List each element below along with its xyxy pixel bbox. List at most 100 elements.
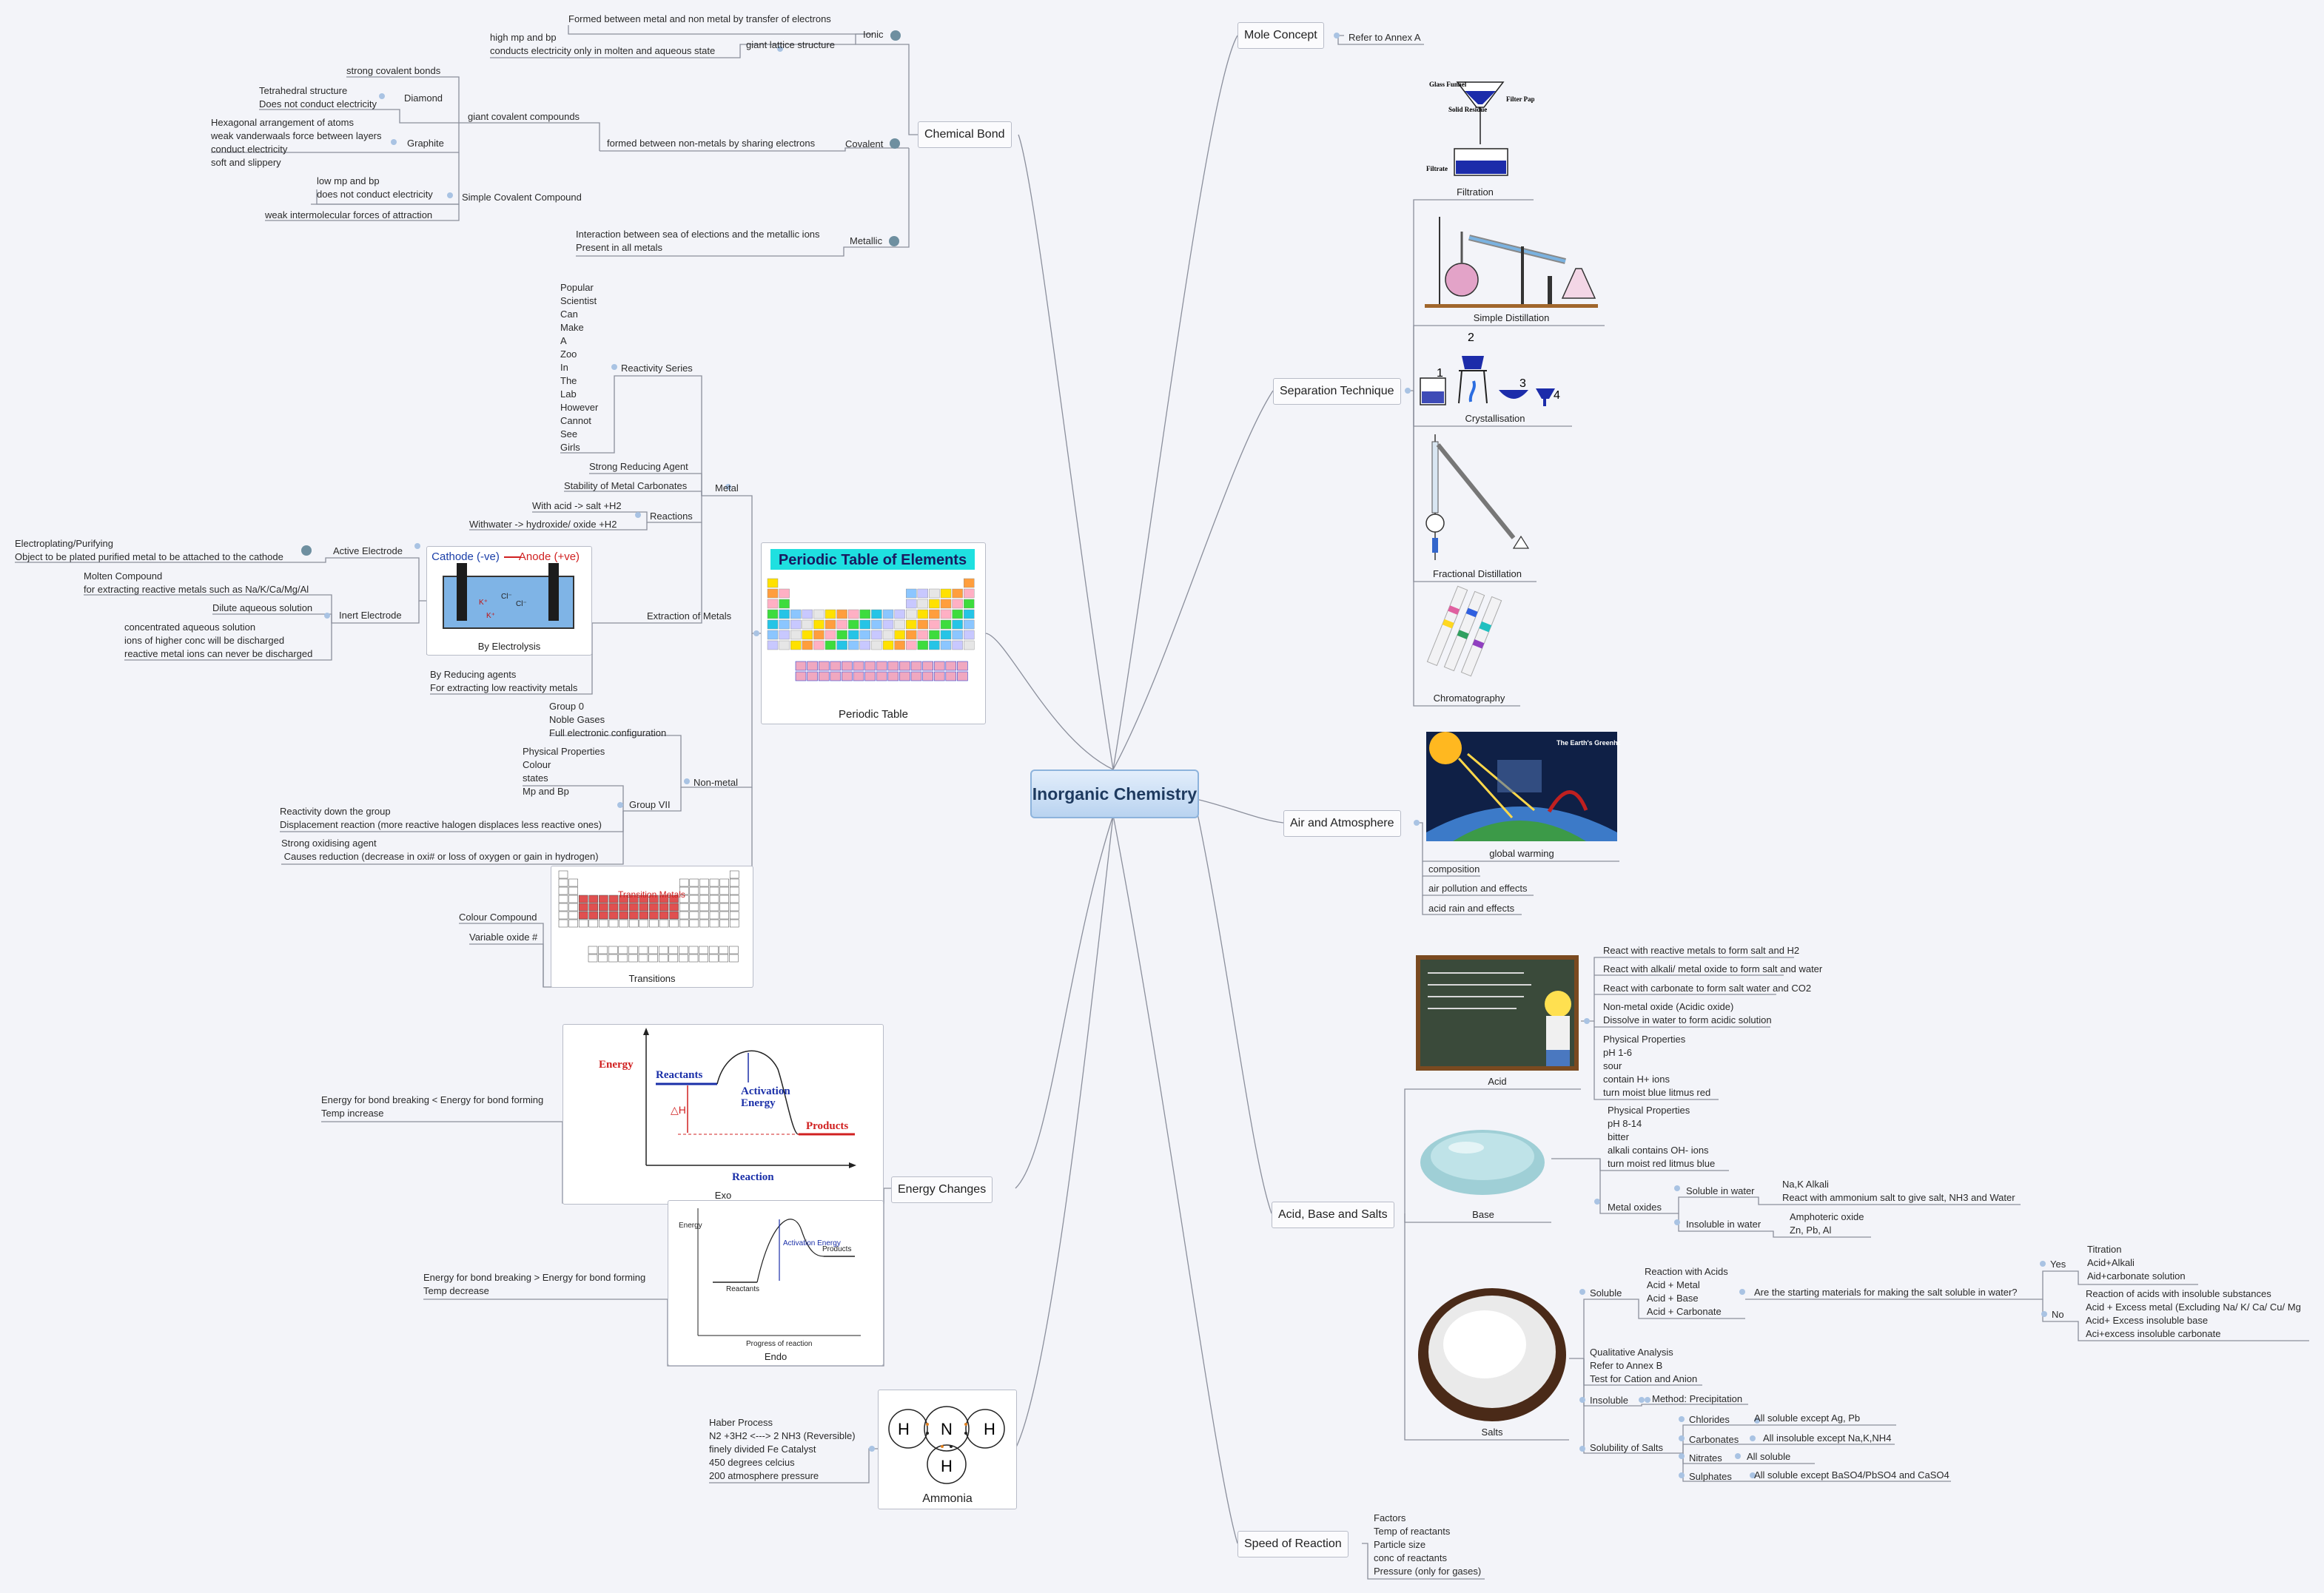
mole-concept-node[interactable]: Mole Concept (1237, 22, 1324, 49)
endo-node[interactable]: Energy Activation Energy Products Reacta… (668, 1200, 884, 1366)
endo-caption: Endo (764, 1351, 787, 1362)
metal-node[interactable]: Metal (715, 482, 739, 494)
filtration-image: Glass Funnel Filter Paper Solid Residue … (1426, 81, 1541, 176)
giant-covalent-node[interactable]: giant covalent compounds (468, 111, 580, 122)
filtration-node[interactable]: Glass Funnel Filter Paper Solid Residue … (1415, 70, 1541, 201)
diamond-properties: Tetrahedral structure Does not conduct e… (259, 85, 377, 110)
group-0-description: Group 0 Noble Gases Full electronic conf… (549, 701, 667, 738)
crystallisation-caption: Crystallisation (1465, 413, 1525, 424)
periodic-table-title: Periodic Table of Elements (779, 552, 967, 568)
energy-changes-node[interactable]: Energy Changes (891, 1176, 993, 1203)
sulphates-node[interactable]: Sulphates (1689, 1471, 1732, 1482)
base-node[interactable]: Base (1414, 1117, 1553, 1224)
weak-intermolecular-forces: weak intermolecular forces of attraction (265, 209, 433, 220)
svg-text:Products: Products (806, 1120, 848, 1132)
composition: composition (1428, 863, 1480, 875)
soluble-in-water-node[interactable]: Soluble in water (1686, 1185, 1755, 1196)
svg-text:Cl⁻: Cl⁻ (516, 600, 527, 608)
solubility-of-salts-node[interactable]: Solubility of Salts (1590, 1442, 1663, 1453)
giant-lattice-node[interactable]: giant lattice structure (746, 39, 835, 50)
water-reaction: Withwater -> hydroxide/ oxide +H2 (469, 519, 617, 530)
central-topic[interactable]: Inorganic Chemistry (1030, 769, 1199, 818)
soap-image (1420, 1130, 1545, 1195)
anode-label: Anode (+ve) (519, 550, 580, 563)
yes-node[interactable]: Yes (2050, 1259, 2066, 1270)
covalent-node[interactable]: Covalent (845, 138, 884, 149)
electrolysis-node[interactable]: Cathode (-ve) Anode (+ve) Cl⁻ Cl⁻ K⁺ K⁺ … (426, 546, 592, 656)
no-node[interactable]: No (2052, 1309, 2064, 1320)
group-7-node[interactable]: Group VII (629, 799, 671, 810)
salts-node[interactable]: Salts (1414, 1286, 1571, 1441)
svg-text:Cl⁻: Cl⁻ (501, 593, 512, 601)
air-pollution: air pollution and effects (1428, 883, 1528, 894)
global-warming-node[interactable]: The Earth's Greenhouse Effect global war… (1423, 728, 1653, 863)
svg-text:Products: Products (822, 1245, 851, 1253)
carbonates-node[interactable]: Carbonates (1689, 1434, 1739, 1445)
chlorides-node[interactable]: Chlorides (1689, 1414, 1730, 1425)
filtration-caption: Filtration (1457, 186, 1494, 198)
acid-property-3: React with carbonate to form salt water … (1603, 983, 1812, 994)
insoluble-in-water-description: Amphoteric oxide Zn, Pb, Al (1790, 1211, 1864, 1236)
salts-caption: Salts (1481, 1427, 1503, 1438)
chemical-bond-node[interactable]: Chemical Bond (918, 121, 1012, 148)
chromatography-node[interactable]: Chromatography (1417, 585, 1522, 707)
ammonia-node[interactable]: N H H H Ammonia (878, 1390, 1017, 1509)
nitrates-rule: All soluble (1747, 1451, 1791, 1462)
base-caption: Base (1472, 1209, 1494, 1220)
crystallisation-node[interactable]: 1 2 3 4 Crystallisation (1417, 326, 1574, 428)
non-metal-oxide: Non-metal oxide (Acidic oxide) Dissolve … (1603, 1001, 1772, 1025)
electrolysis-image: Cathode (-ve) Anode (+ve) Cl⁻ Cl⁻ K⁺ K⁺ (431, 550, 580, 629)
diamond-node[interactable]: Diamond (404, 92, 443, 104)
periodic-table-node[interactable]: Periodic Table of Elements Periodic Tabl… (761, 542, 986, 724)
simple-covalent-node[interactable]: Simple Covalent Compound (462, 192, 582, 203)
svg-text:Energy: Energy (679, 1222, 702, 1230)
transitions-node[interactable]: Transition Metals Transitions (551, 866, 753, 988)
acid-property-1: React with reactive metals to form salt … (1603, 945, 1800, 956)
annex-a: Refer to Annex A (1349, 32, 1421, 43)
giant-lattice-properties: high mp and bp conducts electricity only… (490, 32, 716, 56)
starting-materials-question[interactable]: Are the starting materials for making th… (1754, 1287, 2018, 1298)
soluble-node[interactable]: Soluble (1590, 1287, 1622, 1299)
reactivity-series-node[interactable]: Reactivity Series (621, 363, 693, 374)
simple-distillation-node[interactable]: Simple Distillation (1417, 201, 1606, 327)
periodic-table-caption: Periodic Table (839, 708, 908, 721)
nitrates-node[interactable]: Nitrates (1689, 1452, 1722, 1464)
svg-text:K⁺: K⁺ (486, 612, 495, 620)
reactions-node[interactable]: Reactions (650, 511, 693, 522)
insoluble-node[interactable]: Insoluble (1590, 1395, 1629, 1406)
speed-of-reaction-node[interactable]: Speed of Reaction (1237, 1531, 1349, 1557)
base-physical-properties: Physical Properties pH 8-14 bitter alkal… (1608, 1105, 1716, 1169)
air-atmosphere-node[interactable]: Air and Atmosphere (1283, 810, 1401, 837)
svg-text:N: N (941, 1420, 953, 1438)
transition-metals-title: Transition Metals (618, 889, 685, 900)
simple-distillation-caption: Simple Distillation (1473, 312, 1550, 323)
fractional-distillation-node[interactable]: Fractional Distillation (1417, 426, 1538, 583)
variable-oxide: Variable oxide # (469, 932, 538, 943)
separation-technique-node[interactable]: Separation Technique (1273, 378, 1401, 405)
active-electrode-description: Electroplating/Purifying Object to be pl… (15, 538, 283, 562)
transition-metals-image: Transition Metals (558, 870, 739, 963)
no-description: Reaction of acids with insoluble substan… (2086, 1288, 2301, 1339)
acid-node[interactable]: Acid (1412, 952, 1582, 1091)
non-metal-node[interactable]: Non-metal (693, 777, 738, 788)
active-electrode-node[interactable]: Active Electrode (333, 545, 403, 556)
metal-oxides-node[interactable]: Metal oxides (1608, 1202, 1662, 1213)
acid-base-salts-node[interactable]: Acid, Base and Salts (1272, 1202, 1394, 1228)
covalent-description: formed between non-metals by sharing ele… (607, 138, 816, 149)
acid-property-2: React with alkali/ metal oxide to form s… (1603, 963, 1823, 974)
acid-caption: Acid (1488, 1076, 1507, 1087)
inert-electrode-node[interactable]: Inert Electrode (339, 610, 402, 621)
endo-description: Energy for bond breaking > Energy for bo… (423, 1272, 646, 1296)
svg-text:Activation Energy: Activation Energy (783, 1239, 841, 1247)
extraction-node[interactable]: Extraction of Metals (647, 610, 732, 622)
insoluble-in-water-node[interactable]: Insoluble in water (1686, 1219, 1762, 1230)
svg-text:Solid Residue: Solid Residue (1448, 106, 1487, 113)
molten-compound: Molten Compound for extracting reactive … (84, 570, 309, 595)
svg-text:1: 1 (1437, 367, 1443, 380)
graphite-node[interactable]: Graphite (407, 138, 444, 149)
metallic-node[interactable]: Metallic (850, 235, 883, 246)
ionic-node[interactable]: Ionic (863, 29, 884, 40)
transitions-caption: Transitions (628, 973, 676, 984)
graphite-properties: Hexagonal arrangement of atoms weak vand… (211, 117, 382, 168)
